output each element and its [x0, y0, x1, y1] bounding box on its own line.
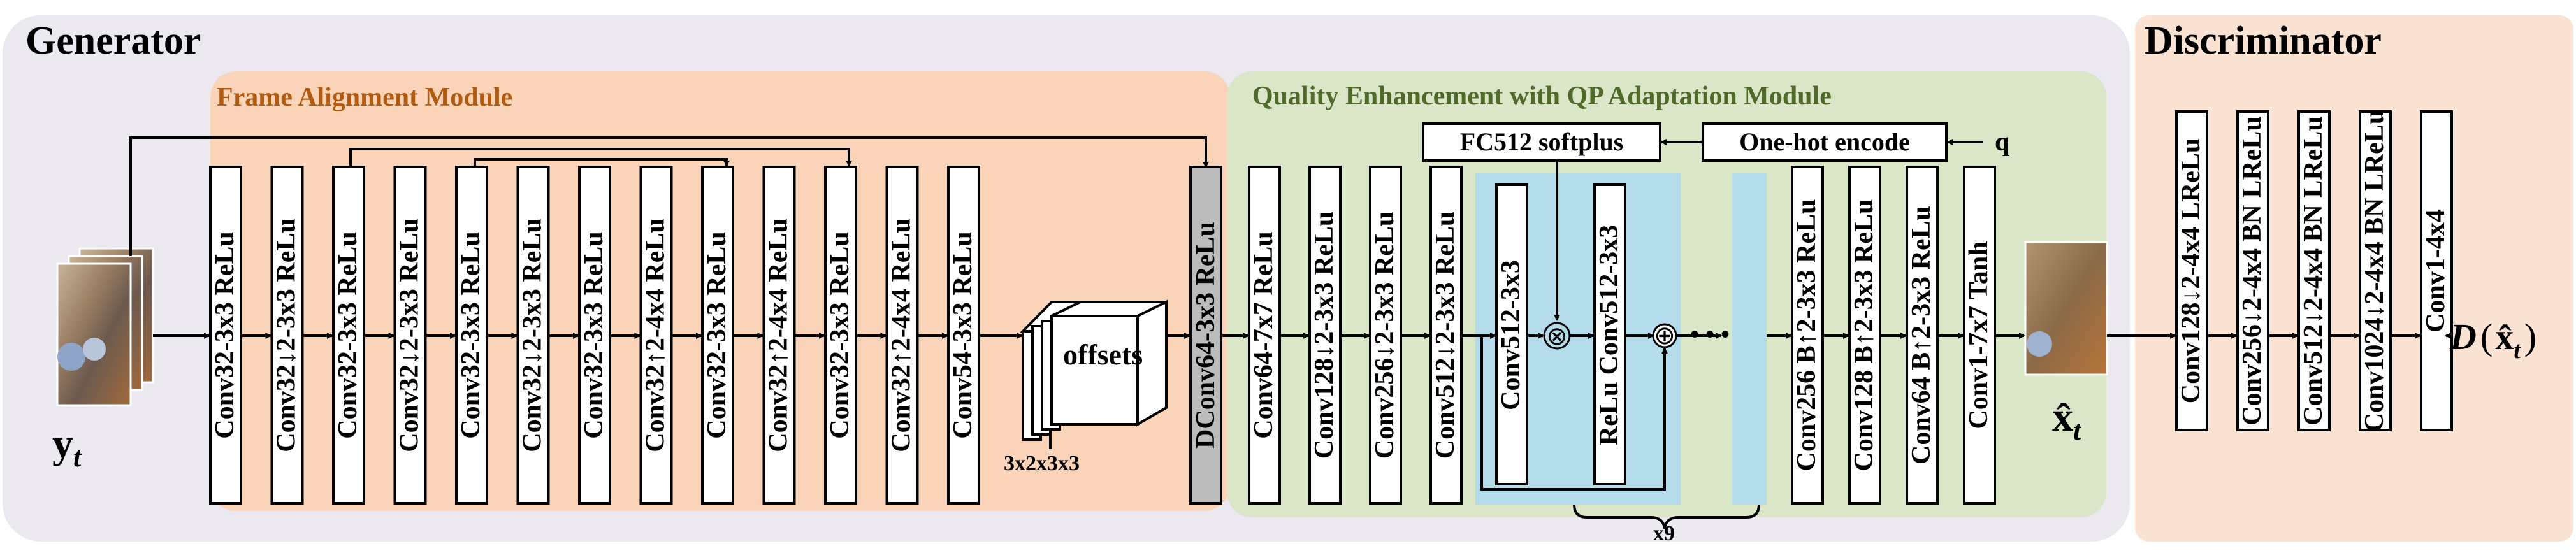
frame-alignment-blocks: Conv32-3x3 ReLu Conv32↓2-3x3 ReLu Conv32-3…	[209, 166, 980, 505]
skip-fa-2	[474, 158, 730, 167]
quality-pre-blocks: Conv64-7x7 ReLu Conv128↓2-3x3 ReLu Conv256…	[1248, 166, 1463, 505]
multiply-symbol: ⊗	[1546, 322, 1568, 350]
fa-block-7	[639, 166, 673, 505]
residual-block-panel-next	[1732, 173, 1767, 505]
generator-output-image	[2024, 241, 2108, 376]
fa-label-0: Conv32-3x3 ReLu	[210, 231, 240, 439]
fa-block-9	[762, 166, 796, 505]
generator-title: Generator	[25, 19, 201, 62]
qe-pre-block-1	[1308, 166, 1342, 505]
fa-block-6	[578, 166, 611, 505]
input-label: yt	[52, 420, 82, 473]
disc-block-1	[2236, 110, 2269, 431]
disc-block-3	[2359, 110, 2392, 431]
discriminator-title: Discriminator	[2145, 19, 2382, 62]
fa-label-9: Conv32↑2-4x4 ReLu	[764, 218, 793, 452]
fc-softplus-label: FC512 softplus	[1460, 127, 1624, 156]
qe-pre-label-3: Conv512↓2-3x3 ReLu	[1431, 212, 1460, 459]
fa-label-6: Conv32-3x3 ReLu	[579, 231, 609, 439]
discriminator-output: D(x̂t)	[2449, 316, 2536, 364]
offsets-stack	[1020, 299, 1168, 441]
skip-input-dconv	[129, 136, 1209, 256]
quality-post-blocks: Conv256 B↑2-3x3 ReLu Conv128 B↑2-3x3 ReLu…	[1791, 166, 1996, 505]
fa-label-11: Conv32↑2-4x4 ReLu	[887, 218, 916, 452]
add-symbol: ⊕	[1654, 321, 1675, 350]
q-label: q	[1995, 127, 2009, 157]
frame-alignment-title: Frame Alignment Module	[217, 83, 512, 112]
qe-pre-label-0: Conv64-7x7 ReLu	[1249, 231, 1278, 439]
disc-label-1: Conv256↓2-4x4 BN LReLu	[2238, 116, 2267, 425]
disc-label-4: Conv1-4x4	[2421, 209, 2450, 333]
skip-res	[1480, 336, 1668, 491]
qe-post-block-1	[1848, 166, 1881, 505]
res-conv2-label: ReLu Conv512-3x3	[1595, 225, 1624, 446]
fc-softplus-block	[1422, 122, 1661, 162]
qe-post-label-0: Conv256 B↑2-3x3 ReLu	[1792, 199, 1821, 471]
qe-pre-block-3	[1429, 166, 1463, 505]
fa-label-12: Conv54-3x3 ReLu	[948, 231, 978, 439]
fa-block-5	[516, 166, 550, 505]
fa-label-1: Conv32↓2-3x3 ReLu	[272, 218, 301, 452]
qe-pre-label-1: Conv128↓2-3x3 ReLu	[1310, 212, 1339, 459]
repeat-brace	[1573, 504, 1760, 529]
quality-enhancement-title: Quality Enhancement with QP Adaptation M…	[1252, 82, 1832, 111]
input-frames-image	[56, 247, 154, 406]
dconv-label: DConv64-3x3 ReLu	[1191, 222, 1220, 449]
output-label: x̂t	[2052, 394, 2082, 446]
qe-post-label-1: Conv128 B↑2-3x3 ReLu	[1849, 199, 1879, 471]
disc-block-4	[2420, 110, 2453, 431]
res-conv1-label: Conv512-3x3	[1496, 260, 1526, 410]
disc-block-2	[2297, 110, 2331, 431]
dconv-block	[1189, 166, 1222, 505]
qe-pre-block-2	[1369, 166, 1402, 505]
fa-label-7: Conv32↑2-4x4 ReLu	[641, 218, 670, 452]
fa-label-5: Conv32↓2-3x3 ReLu	[518, 218, 547, 452]
res-conv1-block	[1495, 183, 1528, 485]
qe-pre-block-0	[1248, 166, 1281, 505]
discriminator-blocks: Conv128↓2-4x4 LReLu Conv256↓2-4x4 BN LReL…	[2175, 110, 2453, 432]
offsets-dims: 3x2x3x3	[1004, 452, 1080, 475]
fa-label-4: Conv32-3x3 ReLu	[456, 231, 486, 439]
fa-label-10: Conv32-3x3 ReLu	[825, 231, 855, 439]
offsets-label: offsets	[1063, 338, 1143, 371]
disc-label-3: Conv1024↓2-4x4 BN LReLu	[2360, 110, 2389, 432]
fa-block-11	[885, 166, 919, 505]
qe-post-label-3: Conv1-7x7 Tanh	[1964, 241, 1994, 429]
qe-pre-label-2: Conv256↓2-3x3 ReLu	[1370, 212, 1400, 459]
fa-label-8: Conv32-3x3 ReLu	[702, 231, 732, 439]
fa-block-8	[701, 166, 734, 505]
onehot-label: One-hot encode	[1739, 127, 1910, 156]
ellipsis: • • •	[1690, 320, 1730, 348]
qe-post-block-0	[1791, 166, 1824, 505]
disc-label-2: Conv512↓2-4x4 BN LReLu	[2299, 116, 2328, 425]
disc-block-0	[2175, 110, 2208, 431]
fa-block-2	[332, 166, 365, 505]
fa-label-3: Conv32↓2-3x3 ReLu	[395, 218, 424, 452]
disc-label-0: Conv128↓2-4x4 LReLu	[2176, 138, 2206, 404]
repeat-label: x9	[1653, 522, 1675, 545]
qe-post-block-2	[1906, 166, 1939, 505]
skip-fa-1	[349, 148, 852, 167]
qe-post-label-2: Conv64 B↑2-3x3 ReLu	[1907, 206, 1936, 464]
fa-label-2: Conv32-3x3 ReLu	[333, 231, 363, 439]
